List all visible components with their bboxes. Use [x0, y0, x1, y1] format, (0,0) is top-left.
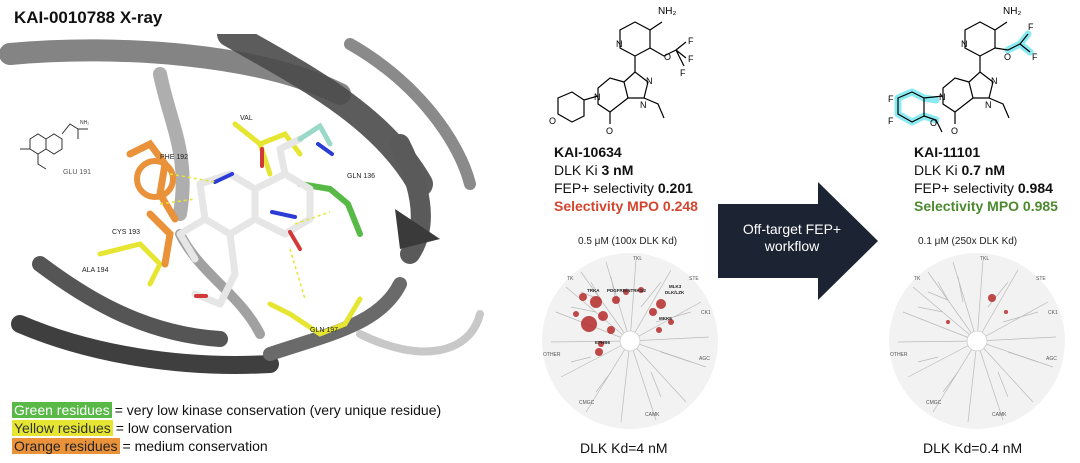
residue-label-phe: PHE 192	[160, 154, 188, 161]
compound2-o-label-2: O	[951, 126, 958, 136]
compound2-kd: DLK Kd=0.4 nM	[923, 440, 1023, 456]
compound2-n-label-3: N	[985, 100, 992, 110]
compound1-n-label-2: N	[646, 76, 653, 86]
legend-text-orange: = medium conservation	[122, 438, 268, 454]
compound1-n-label-1: N	[616, 39, 623, 49]
tree2-label-agc: AGC	[1046, 356, 1057, 362]
tree1-label-other: OTHER	[543, 352, 561, 358]
compound1-f-label-1: F	[688, 36, 694, 46]
workflow-label: Off-target FEP+ workflow	[742, 221, 842, 254]
compound1-ki-row: DLK Ki 3 nM	[554, 161, 698, 179]
compound2-fep-value: 0.984	[1017, 180, 1053, 196]
compound1-ki-label: DLK Ki	[554, 162, 602, 178]
compound2-nh2-label: NH₂	[1003, 6, 1021, 17]
tree2-label-tkl: TKL	[980, 256, 989, 262]
compound2-kinome-tree: TK TKL STE CK1 AGC CAMK CMGC OTHER	[889, 253, 1065, 429]
inset-nh2-label: NH₂	[80, 120, 89, 126]
tree1-label-agc: AGC	[699, 356, 710, 362]
compound2-f-label-1: F	[1028, 22, 1034, 32]
tree1-label-dlk: DLK/LZK	[665, 290, 685, 295]
compound1-concentration: 0.5 μM (100x DLK Kd)	[578, 236, 678, 247]
residue-label-gln136: GLN 136	[347, 173, 375, 180]
compound1-structure: NH₂ N O F F F N N N O O	[549, 6, 694, 136]
compound2-ki-label: DLK Ki	[914, 162, 962, 178]
residue-label-cys: CYS 193	[112, 229, 140, 236]
compound2-ki-row: DLK Ki 0.7 nM	[914, 161, 1058, 179]
tree1-label-mkk: MKK5	[659, 316, 672, 321]
xray-title: KAI-0010788 X-ray	[14, 8, 163, 27]
tree1-label-tkl: TKL	[633, 256, 642, 262]
residue-label-gln197: GLN 197	[310, 327, 338, 334]
compound2-n-label-1: N	[961, 39, 968, 49]
compound2-f-label-4: F	[888, 116, 894, 126]
tree1-label-ck1: CK1	[701, 310, 711, 316]
tree1-label-ste: STE	[689, 276, 699, 282]
residue-label-glu: GLU 191	[63, 169, 91, 176]
compound2-n-label-4: N	[939, 92, 946, 102]
compound1-o-label: O	[664, 52, 671, 62]
compound2-f-label-3: F	[888, 94, 894, 104]
workflow-arrow	[718, 182, 878, 300]
legend-row-yellow: Yellow residues= low conservation	[12, 420, 232, 436]
legend-row-orange: Orange residues= medium conservation	[12, 438, 268, 454]
tree1-label-pdgfr: PDGFRB/NTRK1/2	[607, 288, 647, 293]
compound1-f-label-3: F	[680, 68, 686, 78]
tree2-label-cmgc: CMGC	[926, 400, 942, 406]
compound1-n-label-3: N	[640, 100, 647, 110]
compound1-nh2-label: NH₂	[658, 6, 676, 17]
residue-label-ala: ALA 194	[82, 267, 109, 274]
tree2-label-ck1: CK1	[1048, 310, 1058, 316]
compound2-n-label-2: N	[991, 76, 998, 86]
tree2-label-tk: TK	[914, 276, 921, 282]
legend-swatch-green: Green residues	[12, 402, 112, 418]
compound2-concentration: 0.1 μM (250x DLK Kd)	[918, 236, 1018, 247]
compound2-ki-value: 0.7 nM	[961, 162, 1006, 178]
compound2-o-label: O	[1004, 52, 1011, 62]
compound1-mpo: Selectivity MPO 0.248	[554, 198, 698, 214]
compound2-fep-label: FEP+ selectivity	[914, 180, 1018, 196]
compound1-o-label-2: O	[606, 126, 613, 136]
compound2-info: KAI-11101 DLK Ki 0.7 nM FEP+ selectivity…	[914, 143, 1058, 215]
xray-structure-image: NH₂ PHE 192 VAL GLU 191 GLN 136 CYS 193 …	[0, 34, 484, 374]
compound2-id: KAI-11101	[914, 144, 981, 160]
compound1-fep-label: FEP+ selectivity	[554, 180, 658, 196]
compound1-kinome-tree: TK TKL STE CK1 AGC CAMK CMGC OTHER TRKA …	[542, 253, 718, 429]
legend-swatch-orange: Orange residues	[12, 438, 120, 454]
legend-row-green: Green residues= very low kinase conserva…	[12, 402, 441, 418]
tree2-label-ste: STE	[1036, 276, 1046, 282]
compound1-info: KAI-10634 DLK Ki 3 nM FEP+ selectivity 0…	[554, 143, 698, 215]
compound2-fep-row: FEP+ selectivity 0.984	[914, 179, 1058, 197]
compound1-kd: DLK Kd=4 nM	[580, 440, 668, 456]
compound1-id: KAI-10634	[554, 144, 622, 160]
compound2-o-label-3: O	[930, 118, 937, 128]
compound2-mpo: Selectivity MPO 0.985	[914, 198, 1058, 214]
compound2-structure: NH₂ N O F F N N N O O F F	[888, 6, 1038, 136]
tree2-label-camk: CAMK	[992, 412, 1007, 418]
compound1-n-label-4: N	[594, 92, 601, 102]
legend-text-green: = very low kinase conservation (very uni…	[114, 402, 442, 418]
compound1-f-label-2: F	[688, 54, 694, 64]
tree1-label-mlk: MLK3	[669, 284, 682, 289]
compound1-o-label-3: O	[549, 116, 556, 126]
residue-label-val: VAL	[240, 115, 253, 122]
compound2-f-label-2: F	[1032, 52, 1038, 62]
compound1-ki-value: 3 nM	[601, 162, 634, 178]
tree1-label-cmgc: CMGC	[579, 400, 595, 406]
legend-swatch-yellow: Yellow residues	[12, 420, 113, 436]
tree1-label-camk: CAMK	[645, 412, 660, 418]
legend-text-yellow: = low conservation	[115, 420, 233, 436]
tree2-label-other: OTHER	[890, 352, 908, 358]
tree1-label-tk: TK	[567, 276, 574, 282]
compound1-fep-value: 0.201	[657, 180, 693, 196]
compound1-fep-row: FEP+ selectivity 0.201	[554, 179, 698, 197]
tree1-label-ephb: EPHB6	[595, 340, 611, 345]
tree1-label-trka: TRKA	[587, 288, 600, 293]
